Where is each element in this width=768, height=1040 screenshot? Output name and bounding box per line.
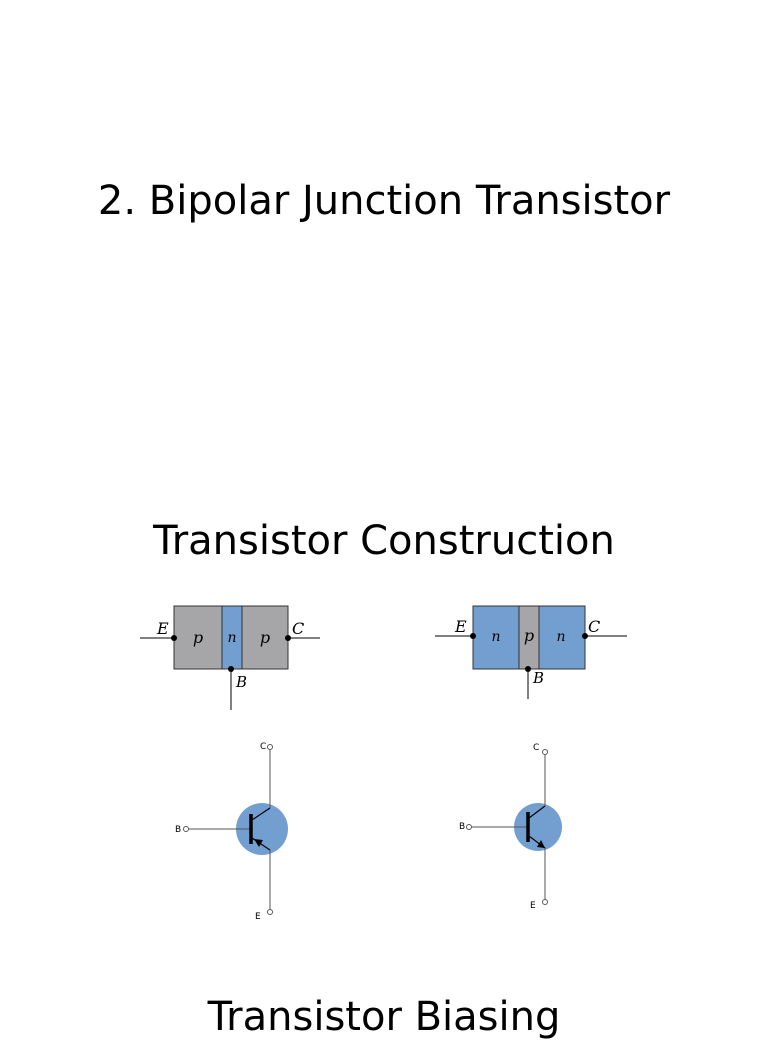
- npn-emitter-region: [472, 605, 520, 670]
- slide-title-construction: Transistor Construction: [153, 518, 615, 564]
- pnp-symbol-circle: [236, 803, 288, 855]
- npn-base-dot: [525, 666, 531, 672]
- pnp-symbol-emitter-label: E: [255, 912, 261, 922]
- pnp-region-label-3: p: [260, 628, 270, 647]
- pnp-collector-label: C: [292, 619, 304, 638]
- npn-symbol-collector-inner: [528, 805, 546, 819]
- pnp-collector-dot: [285, 635, 291, 641]
- pnp-symbol-base-label: B: [175, 825, 181, 835]
- slide-title-bjt: 2. Bipolar Junction Transistor: [97, 178, 671, 224]
- npn-collector-dot: [582, 633, 588, 639]
- pnp-region-label-2: n: [227, 630, 236, 646]
- npn-base-label: B: [532, 669, 544, 687]
- pnp-symbol-emitter-terminal: [267, 909, 273, 915]
- npn-symbol-collector-terminal: [542, 749, 548, 755]
- pnp-region-label-1: p: [193, 628, 203, 647]
- pnp-base-region: [221, 605, 243, 670]
- npn-collector-label: C: [588, 617, 600, 636]
- npn-emitter-label: E: [454, 617, 467, 636]
- npn-symbol-base-label: B: [459, 822, 465, 832]
- pnp-symbol-arrow: [254, 839, 263, 847]
- slide-title-biasing: Transistor Biasing: [207, 994, 561, 1040]
- npn-symbol-emitter-terminal: [542, 899, 548, 905]
- pnp-base-dot: [228, 666, 234, 672]
- pnp-emitter-label: E: [156, 619, 169, 638]
- npn-region-label-3: n: [556, 629, 565, 645]
- npn-region-label-1: n: [491, 629, 500, 645]
- pnp-symbol-collector-inner: [251, 807, 271, 821]
- pnp-base-label: B: [235, 673, 247, 691]
- pnp-emitter-region: [173, 605, 223, 670]
- npn-symbol-emitter-label: E: [530, 901, 536, 911]
- pnp-emitter-dot: [171, 635, 177, 641]
- npn-region-label-2: p: [524, 626, 534, 645]
- pnp-symbol-emitter-inner: [251, 837, 271, 851]
- pnp-symbol-collector-terminal: [267, 744, 273, 750]
- pnp-symbol-base-terminal: [183, 826, 189, 832]
- pnp-symbol-collector-label: C: [260, 742, 266, 752]
- npn-collector-region: [538, 605, 586, 670]
- npn-symbol-emitter-inner: [528, 835, 546, 849]
- npn-symbol-collector-label: C: [533, 743, 539, 753]
- npn-symbol-base-terminal: [466, 824, 472, 830]
- npn-emitter-dot: [470, 633, 476, 639]
- npn-symbol-circle: [514, 803, 562, 851]
- pnp-collector-region: [241, 605, 289, 670]
- npn-base-region: [518, 605, 540, 670]
- npn-symbol-arrow: [537, 840, 545, 848]
